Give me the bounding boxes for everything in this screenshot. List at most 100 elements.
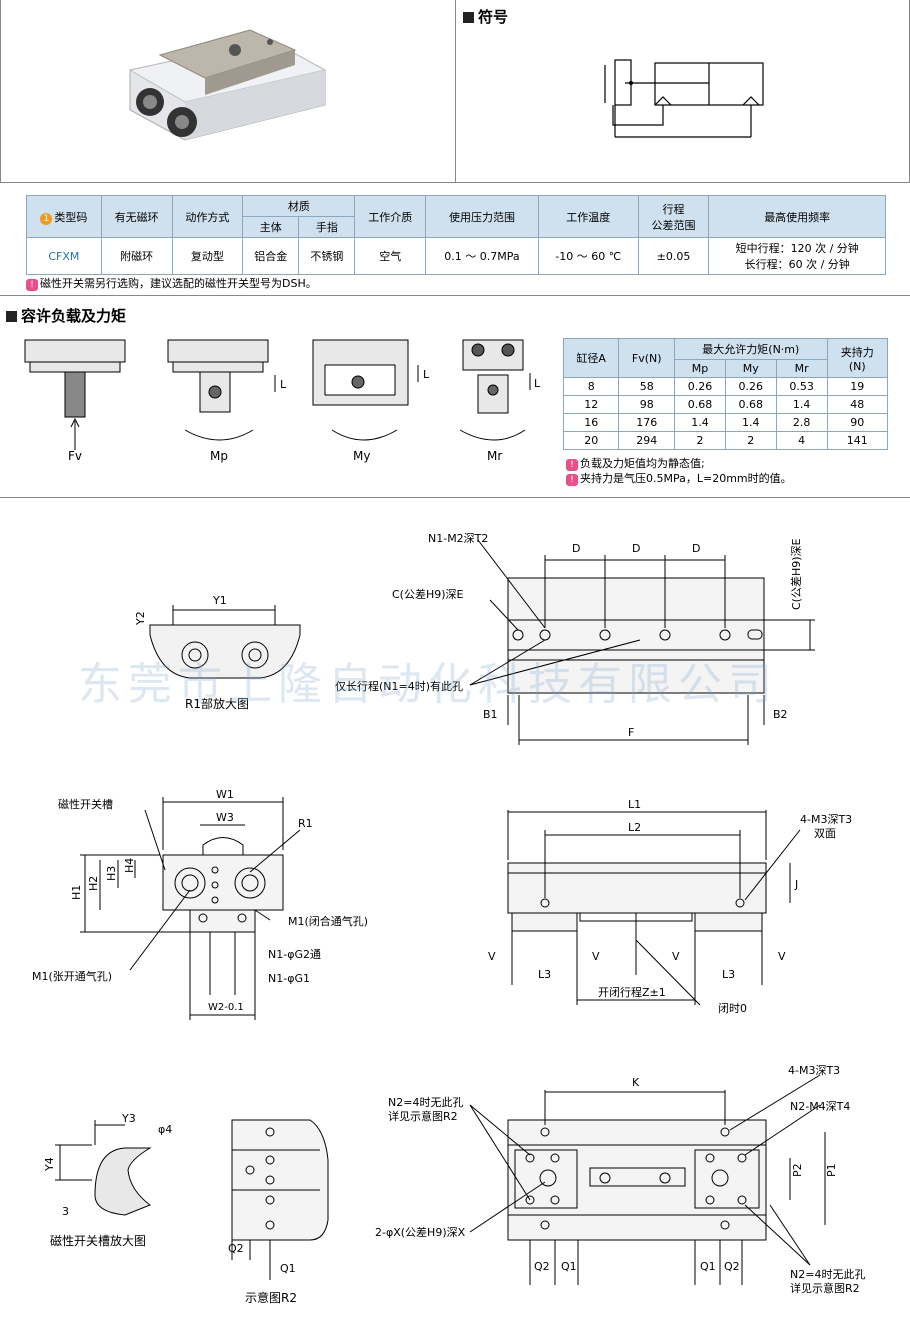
watermark-text: 东莞市上隆自动化科技有限公司 — [78, 659, 778, 710]
pneumatic-symbol — [604, 59, 764, 138]
dim-p1: P1 — [825, 1163, 838, 1177]
dim-l3-1: L3 — [538, 968, 551, 981]
label-mr: Mr — [487, 449, 502, 463]
dim-p2: P2 — [791, 1163, 804, 1177]
dim-f: F — [628, 726, 634, 739]
table-cell-fv: 176 — [618, 413, 676, 432]
info-badge-icon: ! — [26, 279, 38, 291]
dim-v-1: V — [488, 950, 496, 963]
dim-h1: H1 — [70, 885, 83, 900]
label-g1: N1-φG1 — [268, 972, 310, 985]
spec-note: !磁性开关需另行选购，建议选配的磁性开关型号为DSH。 — [26, 275, 317, 291]
th-frequency: 最高使用频率 — [708, 195, 886, 238]
td-material-body: 铝合金 — [242, 237, 300, 275]
th-action: 动作方式 — [171, 195, 244, 238]
th-pressure: 使用压力范围 — [425, 195, 539, 238]
td-action: 复动型 — [171, 237, 244, 275]
dim-b-q1-1: Q1 — [561, 1260, 577, 1273]
th-moment: 最大允许力矩(N·m) — [674, 338, 828, 360]
table-cell-bore: 20 — [562, 431, 620, 450]
table-cell-fv: 58 — [618, 377, 676, 396]
dim-d-1: D — [572, 542, 580, 555]
table-cell-fv: 294 — [618, 431, 676, 450]
dim-l2: L2 — [628, 821, 641, 834]
table-cell-bore: 16 — [562, 413, 620, 432]
dim-r1: R1 — [298, 817, 313, 830]
dim-d-2: D — [632, 542, 640, 555]
label-n2-top: N2=4时无此孔 — [388, 1096, 463, 1109]
section-rule-2 — [0, 497, 910, 498]
symbol-title: 符号 — [463, 6, 508, 27]
label-my: My — [353, 449, 370, 463]
td-type-code: CFXM — [26, 237, 102, 275]
product-photo — [128, 29, 327, 141]
table-cell-mr: 4 — [775, 431, 828, 450]
table-cell-mp: 2 — [674, 431, 726, 450]
dim-v-3: V — [672, 950, 680, 963]
td-material-finger: 不锈钢 — [298, 237, 356, 275]
table-cell-bore: 8 — [562, 377, 620, 396]
label-g2: N1-φG2通 — [268, 948, 321, 961]
label-m1-close: M1(闭合通气孔) — [288, 914, 368, 928]
th-my: My — [724, 359, 777, 378]
dim-b2: B2 — [773, 708, 788, 721]
dim-j: J — [794, 878, 798, 891]
dim-v-2: V — [592, 950, 600, 963]
table-cell-grip: 141 — [826, 431, 889, 450]
dim-b-q2-1: Q2 — [534, 1260, 550, 1273]
label-mp: Mp — [210, 449, 228, 463]
dim-w2: W2-0.1 — [208, 1002, 244, 1013]
info-badge-icon: ! — [566, 474, 578, 486]
label-closed: 闭时0 — [718, 1002, 747, 1015]
th-magnet-ring: 有无磁环 — [100, 195, 173, 238]
dim-k: K — [632, 1076, 640, 1089]
th-bore: 缸径A — [562, 338, 620, 378]
table-cell-mp: 1.4 — [674, 413, 726, 432]
dim-w3: W3 — [216, 811, 234, 824]
label-b-m3: 4-M3深T3 — [788, 1064, 840, 1077]
label-x-hole: 2-φX(公差H9)深X — [375, 1225, 466, 1239]
dim-d-3: D — [692, 542, 700, 555]
td-magnet-ring: 附磁环 — [100, 237, 173, 275]
label-n2-bot2: 详见示意图R2 — [790, 1281, 860, 1295]
th-mp: Mp — [674, 359, 726, 378]
dimension-drawings: Y1 Y2 R1部放大图 N1-M2深T2 C(公差H9)深E D D D C(… — [32, 532, 865, 1305]
info-badge-icon: ! — [566, 459, 578, 471]
top-divider — [455, 0, 456, 182]
dim-v-4: V — [778, 950, 786, 963]
td-temperature: -10 ～ 60 ℃ — [537, 237, 639, 275]
caption-r1: R1部放大图 — [185, 696, 249, 711]
dim-h4: H4 — [123, 858, 136, 873]
table-cell-grip: 48 — [826, 395, 889, 414]
table-cell-mp: 0.26 — [674, 377, 726, 396]
th-stroke: 行程公差范围 — [637, 195, 710, 238]
dim-phi4: φ4 — [158, 1123, 172, 1136]
load-title: 容许负载及力矩 — [6, 305, 126, 326]
label-m1-open: M1(张开通气孔) — [32, 969, 112, 983]
label-fv: Fv — [68, 449, 82, 463]
table-cell-my: 0.26 — [724, 377, 777, 396]
th-grip: 夹持力(N) — [826, 338, 889, 378]
table-cell-mp: 0.68 — [674, 395, 726, 414]
number-one-icon: 1 — [40, 212, 53, 225]
label-l-mp: L — [280, 378, 287, 391]
th-fv: Fv(N) — [618, 338, 676, 378]
dim-l3-2: L3 — [722, 968, 735, 981]
th-temperature: 工作温度 — [537, 195, 639, 238]
load-diagrams: Fv Mp My Mr L L L — [24, 339, 541, 463]
table-cell-bore: 12 — [562, 395, 620, 414]
td-pressure: 0.1 ～ 0.7MPa — [425, 237, 539, 275]
table-cell-mr: 2.8 — [775, 413, 828, 432]
dim-r2-q1: Q1 — [280, 1262, 296, 1275]
label-long-only: 仅长行程(N1=4时)有此孔 — [335, 679, 463, 693]
dim-y4: Y4 — [43, 1157, 56, 1172]
label-stroke: 开闭行程Z±1 — [598, 986, 666, 999]
dim-y1: Y1 — [212, 594, 227, 607]
table-cell-grip: 90 — [826, 413, 889, 432]
